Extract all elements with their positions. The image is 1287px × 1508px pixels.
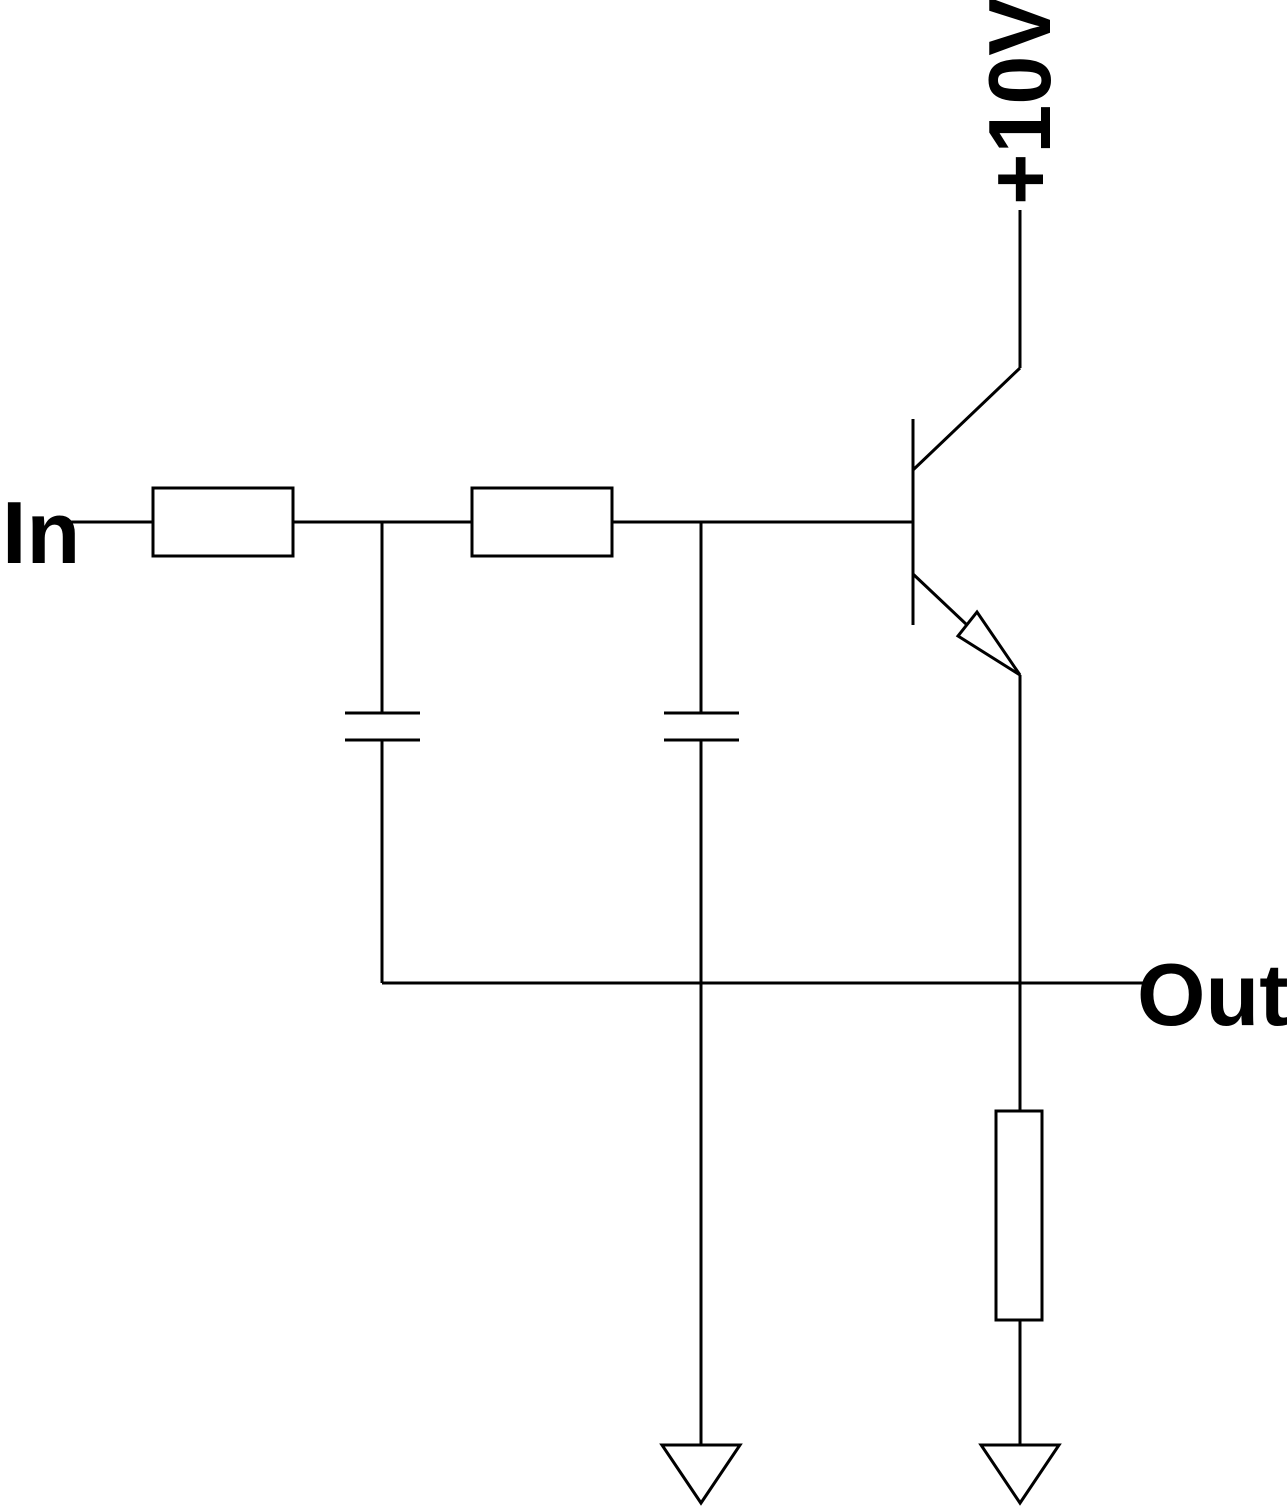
capacitor-c2 (664, 522, 739, 1445)
ground-symbol-2 (978, 1443, 1062, 1506)
resistor-r1 (151, 486, 295, 558)
input-label: In (2, 483, 80, 582)
ground-symbol-1 (659, 1443, 743, 1506)
supply-label: +10V (970, 0, 1069, 205)
resistor-load (994, 1109, 1044, 1322)
npn-transistor (911, 366, 1022, 677)
resistor-r2 (470, 486, 614, 558)
capacitor-c1 (345, 522, 420, 983)
emitter-arrow (955, 609, 1022, 677)
output-label: Out (1137, 945, 1287, 1044)
